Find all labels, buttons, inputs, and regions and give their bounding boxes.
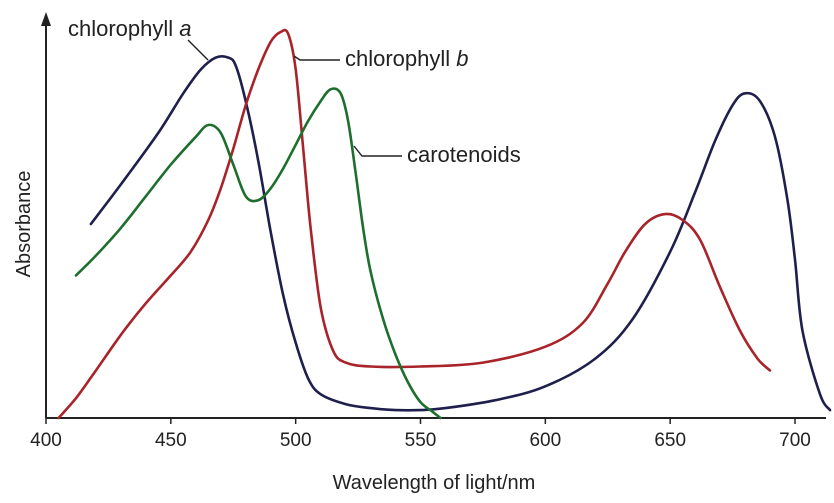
x-tick-label-500: 500	[280, 430, 312, 451]
annotations: chlorophyll a chlorophyll b carotenoids	[68, 16, 521, 167]
x-tick-label-550: 550	[405, 430, 437, 451]
annotation-leader-chlorophyll-b	[293, 55, 340, 61]
annotation-chlorophyll-a: chlorophyll a	[68, 16, 192, 41]
x-axis-label: Wavelength of light/nm	[333, 472, 536, 494]
y-axis-arrow-icon	[41, 12, 51, 26]
x-tick-label-650: 650	[654, 430, 686, 451]
x-tick-label-600: 600	[529, 430, 561, 451]
annotation-leader-chlorophyll-a	[187, 39, 209, 61]
series-line-carotenoids	[74, 87, 442, 420]
x-tick-label-450: 450	[155, 430, 187, 451]
x-tick-label-400: 400	[30, 430, 62, 451]
x-tick-label-700: 700	[779, 430, 811, 451]
series-line-chlorophyll-a	[89, 55, 832, 412]
series-layer	[57, 28, 832, 420]
axes	[41, 12, 826, 419]
y-axis-label: Absorbance	[13, 171, 35, 278]
annotation-chlorophyll-b: chlorophyll b	[345, 46, 469, 71]
series-line-chlorophyll-b	[57, 28, 772, 420]
annotation-leader-carotenoids	[353, 145, 402, 157]
annotation-carotenoids: carotenoids	[407, 142, 521, 167]
x-ticks: 400 450 500 550 600 650 700	[30, 418, 811, 451]
